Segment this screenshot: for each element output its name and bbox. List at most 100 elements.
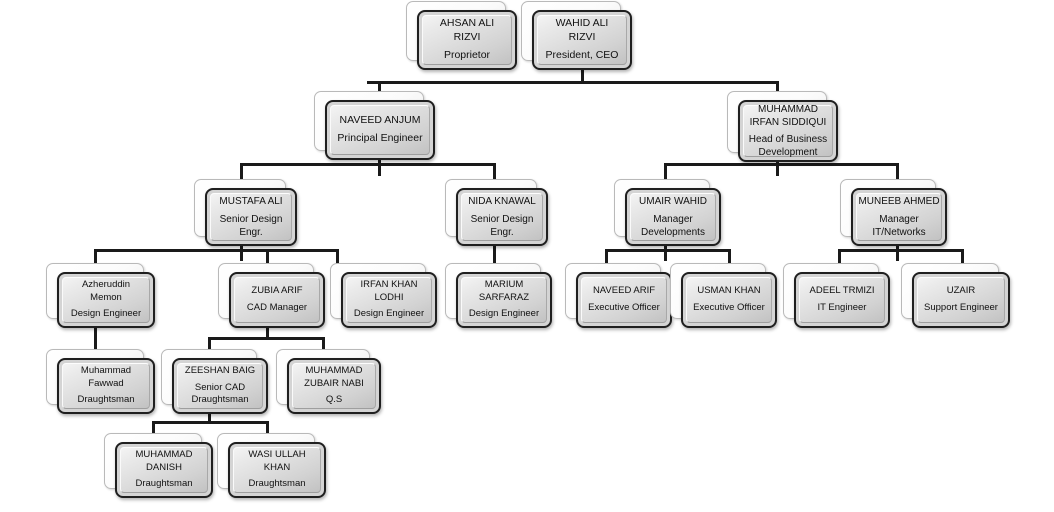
node-person-title: Senior Design Engr. [219, 213, 283, 238]
node-person-title: Executive Officer [588, 301, 660, 313]
node-bevel [743, 105, 833, 157]
node-person-name: AHSAN ALI RIZVI [439, 17, 495, 43]
node-bevel [120, 447, 208, 493]
org-node-muneeb[interactable]: MUNEEB AHMED Manager IT/Networks [840, 179, 947, 246]
node-person-name: MUSTAFA ALI [219, 196, 283, 208]
connector-line [896, 246, 899, 261]
node-person-name: MUHAMMAD IRFAN SIDDIQUI [749, 103, 827, 128]
org-node-zubia[interactable]: ZUBIA ARIF CAD Manager [218, 263, 325, 328]
node-face: WAHID ALI RIZVI President, CEO [532, 10, 632, 70]
node-face: NAVEED ANJUM Principal Engineer [325, 100, 435, 160]
connector-line [896, 163, 899, 188]
node-person-name: WASI ULLAH KHAN [248, 449, 306, 473]
node-person-title: CAD Manager [246, 301, 308, 313]
connector-line [208, 337, 211, 359]
connector-line [378, 81, 381, 100]
node-bevel [686, 277, 772, 323]
node-person-title: Senior Design Engr. [470, 213, 534, 238]
node-bevel [292, 363, 376, 409]
node-label: NAVEED ARIF Executive Officer [578, 285, 670, 314]
node-person-name: NAVEED ARIF [592, 285, 656, 297]
connector-line [776, 81, 779, 100]
connector-line [367, 81, 779, 84]
node-bevel [62, 277, 150, 323]
node-person-title: Design Engineer [353, 308, 425, 320]
connector-line [322, 337, 325, 359]
node-person-title: Draughtsman [248, 478, 306, 490]
connector-line [266, 421, 269, 443]
connector-line [208, 414, 211, 424]
node-label: ZUBIA ARIF CAD Manager [231, 285, 323, 314]
node-bevel [177, 363, 263, 409]
node-person-name: MUNEEB AHMED [858, 196, 940, 208]
node-person-name: NIDA KNAWAL [468, 196, 536, 208]
connector-line [266, 249, 269, 273]
node-label: NAVEED ANJUM Principal Engineer [327, 114, 433, 146]
org-node-wahid[interactable]: WAHID ALI RIZVI President, CEO [521, 1, 632, 70]
node-person-name: ADEEL TRMIZI [809, 285, 875, 297]
node-person-name: UMAIR WAHID [639, 196, 707, 208]
connector-line [605, 249, 731, 252]
node-bevel [581, 277, 667, 323]
node-person-name: NAVEED ANJUM [339, 113, 421, 126]
node-face: WASI ULLAH KHAN Draughtsman [228, 442, 326, 498]
node-bevel [346, 277, 432, 323]
connector-line [94, 249, 97, 273]
node-person-name: WAHID ALI RIZVI [555, 17, 609, 43]
org-node-irfans[interactable]: MUHAMMAD IRFAN SIDDIQUI Head of Business … [727, 91, 838, 162]
node-face: MUSTAFA ALI Senior Design Engr. [205, 188, 297, 246]
node-person-name: ZUBIA ARIF [251, 285, 303, 297]
node-bevel [630, 193, 716, 241]
org-node-naveeda[interactable]: NAVEED ANJUM Principal Engineer [314, 91, 435, 160]
node-bevel [330, 105, 430, 155]
node-person-title: President, CEO [545, 49, 619, 62]
node-bevel [799, 277, 885, 323]
org-node-nida[interactable]: NIDA KNAWAL Senior Design Engr. [445, 179, 548, 246]
node-label: WAHID ALI RIZVI President, CEO [534, 17, 630, 63]
org-node-wasi[interactable]: WASI ULLAH KHAN Draughtsman [217, 433, 326, 498]
node-bevel [233, 447, 321, 493]
connector-line [838, 249, 964, 252]
org-node-mustafa[interactable]: MUSTAFA ALI Senior Design Engr. [194, 179, 297, 246]
node-person-title: Draughtsman [77, 394, 135, 406]
org-node-naveedar[interactable]: NAVEED ARIF Executive Officer [565, 263, 672, 328]
connector-line [336, 249, 339, 273]
node-face: NIDA KNAWAL Senior Design Engr. [456, 188, 548, 246]
node-person-name: MARIUM SARFARAZ [478, 279, 530, 303]
node-person-name: MUHAMMAD DANISH [135, 449, 193, 473]
node-person-title: Head of Business Development [748, 134, 828, 159]
node-person-title: Principal Engineer [337, 132, 423, 145]
node-person-title: Senior CAD Draughtsman [191, 381, 249, 406]
node-person-title: Manager IT/Networks [872, 213, 926, 238]
node-person-title: Q.S [325, 394, 343, 406]
